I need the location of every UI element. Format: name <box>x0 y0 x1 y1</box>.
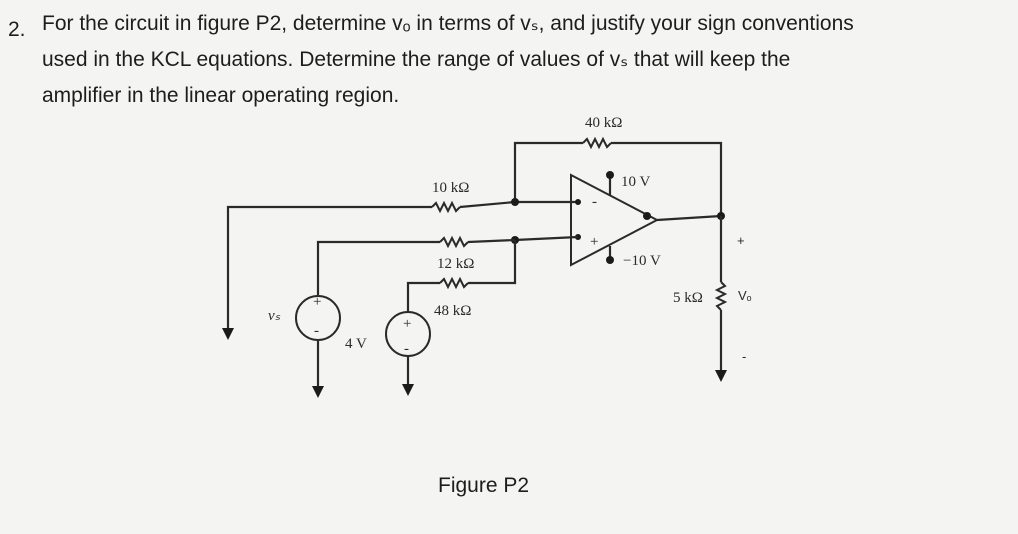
label-4v: 4 V <box>345 336 367 352</box>
resistor-48k-symbol <box>439 276 469 290</box>
vo-minus-sign: - <box>742 349 746 364</box>
r48-right-wire <box>468 240 517 285</box>
label-10k: 10 kΩ <box>432 180 469 196</box>
inv-input-wire <box>459 200 578 209</box>
label-vs: vₛ <box>268 308 281 324</box>
output-wire <box>656 214 722 222</box>
opamp-symbol <box>570 173 660 267</box>
resistor-feedback-symbol <box>582 136 612 150</box>
sign-minus-input: - <box>592 194 597 210</box>
label-10v: 10 V <box>621 174 650 190</box>
supply-pos-node <box>606 171 614 179</box>
label-48k: 48 kΩ <box>434 303 471 319</box>
s4v-plus-sign: + <box>403 316 411 332</box>
vo-plus-sign: + <box>737 233 745 248</box>
vs-top-wire <box>226 205 432 330</box>
arrow-vs <box>312 386 324 398</box>
vs-minus-sign: - <box>314 323 319 339</box>
feedback-wire-right <box>611 141 723 216</box>
problem-number: 2. <box>8 18 26 41</box>
out-triangle-node <box>643 212 651 220</box>
arrow-left <box>222 328 234 340</box>
problem-text: For the circuit in figure P2, determine … <box>42 6 1002 114</box>
feedback-wire <box>513 141 583 202</box>
arrow-4v <box>402 384 414 396</box>
sign-plus-input: + <box>590 234 598 250</box>
inv-pin <box>575 199 581 205</box>
noninv-wire <box>514 235 579 242</box>
supply-neg-node <box>606 256 614 264</box>
figure-caption: Figure P2 <box>438 474 530 497</box>
label-12k: 12 kΩ <box>437 256 474 272</box>
label-neg-10v: −10 V <box>623 253 661 269</box>
r12-left-wire <box>316 240 440 295</box>
s4v-minus-sign: - <box>404 341 409 357</box>
label-40k: 40 kΩ <box>585 115 622 131</box>
resistor-10k-symbol <box>431 200 461 214</box>
arrow-load <box>715 370 727 382</box>
problem-line-1: For the circuit in figure P2, determine … <box>42 12 854 35</box>
resistor-5k-symbol <box>714 281 728 311</box>
r48-left-wire <box>406 281 440 312</box>
vs-plus-sign: + <box>313 294 321 310</box>
inv-node <box>511 198 519 206</box>
r12-right-wire <box>467 238 516 244</box>
label-vo: Vₒ <box>738 288 752 303</box>
problem-line-3: amplifier in the linear operating region… <box>42 84 400 107</box>
resistor-12k-symbol <box>439 235 469 249</box>
label-5k: 5 kΩ <box>673 290 703 306</box>
problem-line-2: used in the KCL equations. Determine the… <box>42 48 791 71</box>
